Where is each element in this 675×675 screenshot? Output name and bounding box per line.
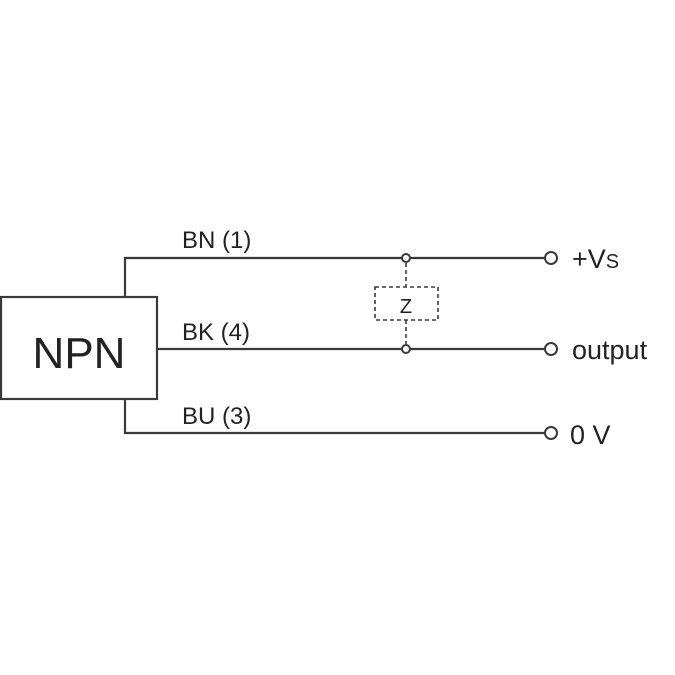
- load-z-label: Z: [400, 296, 412, 318]
- terminal-0v-icon: [544, 426, 558, 440]
- terminal-vs-icon: [544, 251, 558, 265]
- terminal-vs-main: +V: [572, 244, 606, 274]
- wire-bu-label: BU (3): [182, 403, 251, 430]
- wire-bu: [123, 399, 545, 435]
- junction-top-icon: [401, 253, 411, 263]
- wire-bn: [123, 256, 545, 297]
- terminal-output-icon: [544, 342, 558, 356]
- terminal-output-label: output: [572, 335, 648, 365]
- junction-bottom-icon: [401, 344, 411, 354]
- terminal-0v-label: 0 V: [570, 420, 611, 450]
- wire-bn-label: BN (1): [182, 227, 251, 254]
- wire-bk-label: BK (4): [182, 319, 250, 346]
- device-label: NPN: [33, 329, 126, 378]
- terminal-vs-label: +VS: [572, 244, 619, 274]
- terminal-vs-sub: S: [606, 251, 619, 273]
